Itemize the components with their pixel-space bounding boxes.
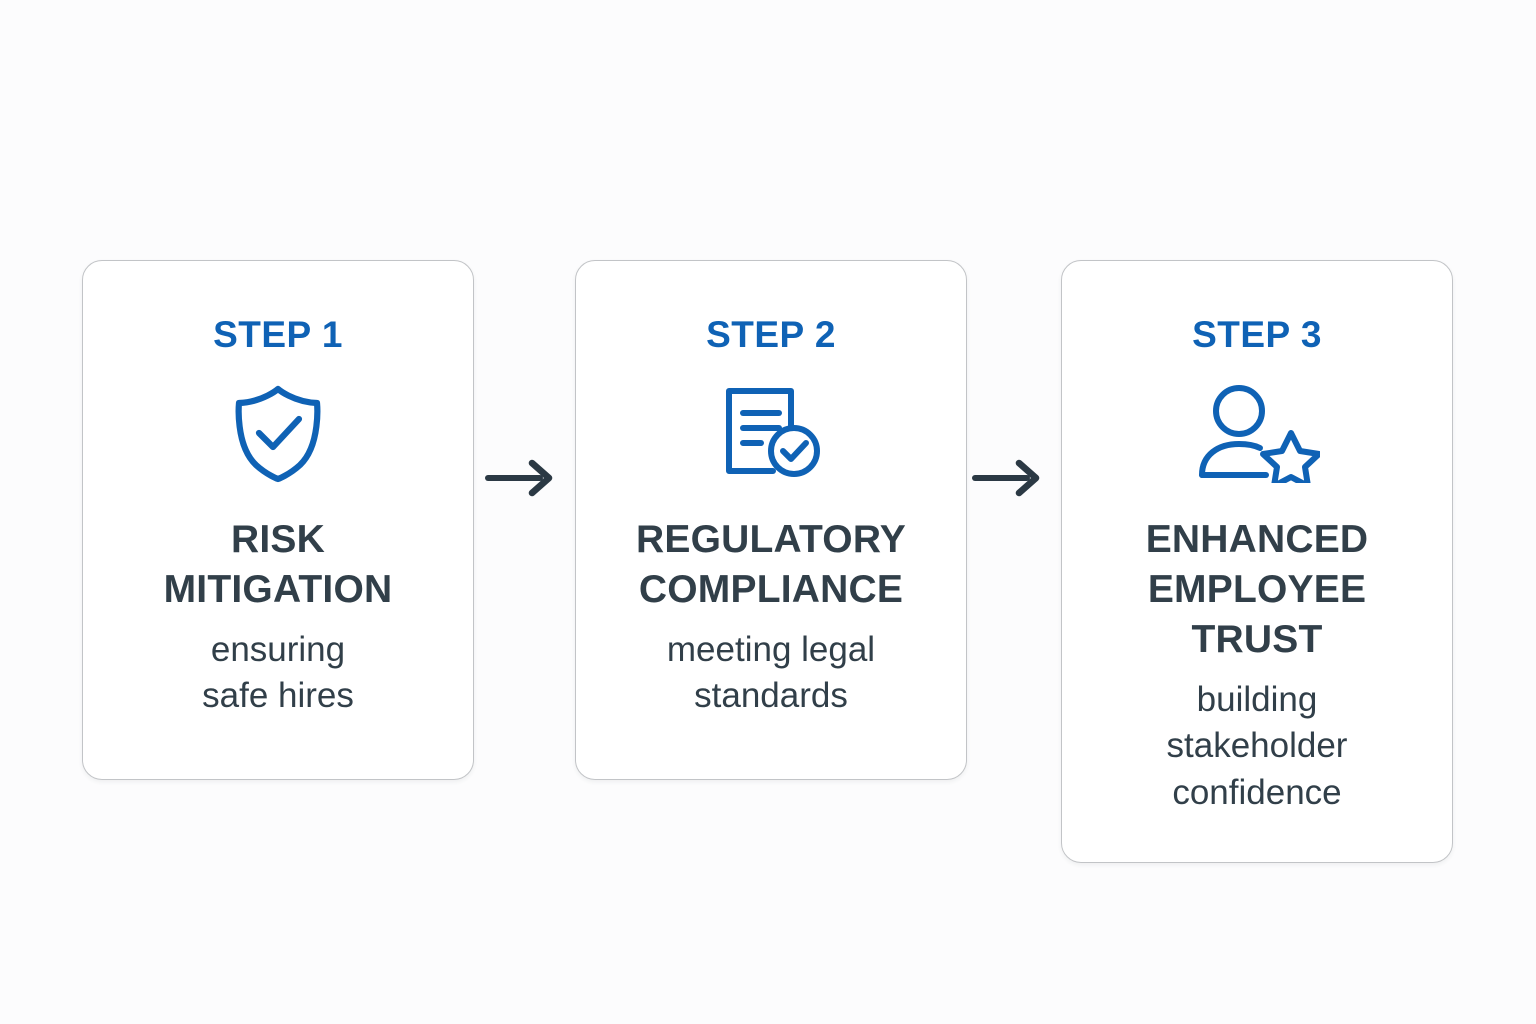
step-card-3[interactable]: STEP 3 ENHANCED EMPLOYEE TRUST building … bbox=[1061, 260, 1453, 863]
step-subtitle-1-line-2: safe hires bbox=[202, 676, 354, 716]
step-title-3-line-2: EMPLOYEE bbox=[1147, 567, 1367, 611]
step-subtitle-3-line-3: confidence bbox=[1172, 772, 1342, 812]
step-subtitle-2-line-1: meeting legal bbox=[666, 629, 876, 669]
step-title-2-line-2: COMPLIANCE bbox=[638, 567, 904, 611]
step-subtitle-3-line-2: stakeholder bbox=[1166, 726, 1348, 766]
arrow-right-icon bbox=[485, 455, 557, 501]
step-subtitle-3-line-1: building bbox=[1196, 679, 1318, 719]
step-subtitle-2: meeting legal standards bbox=[653, 627, 889, 720]
step-title-1-line-2: MITIGATION bbox=[163, 567, 393, 611]
step-subtitle-1-line-1: ensuring bbox=[210, 629, 346, 669]
shield-check-icon bbox=[229, 381, 327, 485]
step-title-2: REGULATORY COMPLIANCE bbox=[622, 515, 920, 615]
step-card-1[interactable]: STEP 1 RISK MITIGATION ensuring safe hir… bbox=[82, 260, 474, 780]
step-title-3-line-3: TRUST bbox=[1191, 617, 1323, 661]
step-title-1: RISK MITIGATION bbox=[150, 515, 407, 615]
step-title-1-line-1: RISK bbox=[231, 518, 325, 561]
step-card-2[interactable]: STEP 2 REGULATORY COMPLIANCE meeting leg… bbox=[575, 260, 967, 780]
step-label-3: STEP 3 bbox=[1192, 314, 1322, 355]
step-subtitle-1: ensuring safe hires bbox=[188, 627, 368, 720]
step-subtitle-2-line-2: standards bbox=[694, 676, 848, 716]
step-title-3-line-1: ENHANCED bbox=[1145, 518, 1369, 561]
step-title-2-line-1: REGULATORY bbox=[636, 518, 906, 561]
arrow-right-icon bbox=[972, 455, 1044, 501]
step-label-2: STEP 2 bbox=[706, 314, 836, 355]
document-check-icon bbox=[719, 381, 823, 485]
person-star-icon bbox=[1194, 381, 1320, 485]
step-title-3: ENHANCED EMPLOYEE TRUST bbox=[1132, 515, 1383, 665]
step-subtitle-3: building stakeholder confidence bbox=[1153, 677, 1362, 817]
step-label-1: STEP 1 bbox=[213, 314, 343, 355]
